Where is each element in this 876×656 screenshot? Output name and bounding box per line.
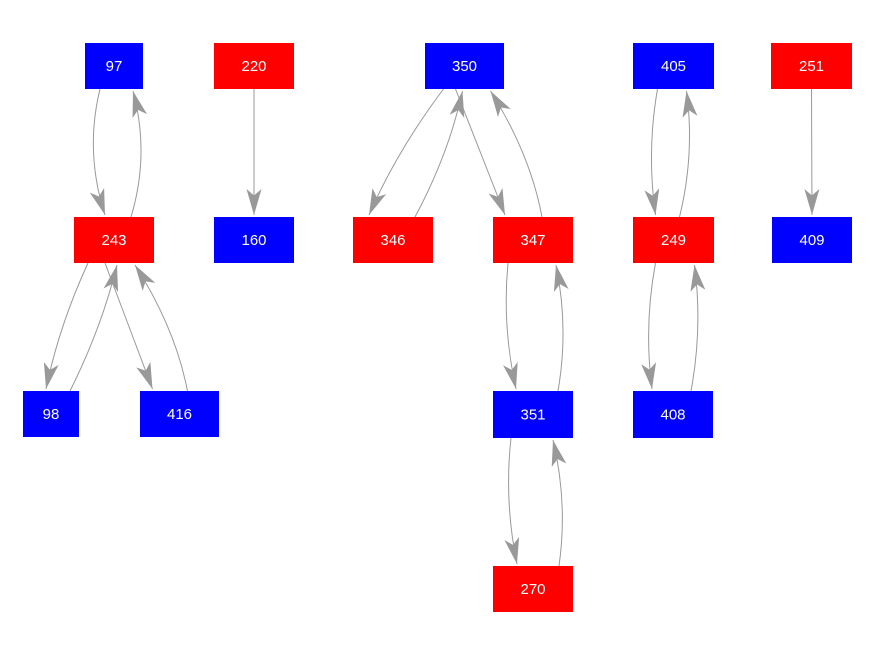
node-270-label: 270	[520, 581, 545, 598]
node-249-box[interactable]	[633, 217, 714, 263]
node-409-box[interactable]	[772, 217, 852, 263]
node-405-label: 405	[661, 58, 686, 75]
node-350-box[interactable]	[425, 43, 504, 89]
edge-350-346	[368, 88, 444, 216]
nodes-layer: 97 220 350 405 251 243 160 346 347 249 409 98 416 351…	[23, 43, 852, 612]
node-249[interactable]: 249	[633, 217, 714, 263]
node-97-box[interactable]	[85, 43, 143, 89]
edge-249-408	[641, 262, 657, 390]
node-416-label: 416	[167, 406, 192, 423]
edges-layer	[43, 88, 820, 567]
edge-243-98	[43, 262, 89, 390]
node-416-box[interactable]	[140, 391, 219, 437]
edge-347-351	[503, 262, 518, 390]
node-243-label: 243	[101, 232, 126, 249]
edge-408-249	[690, 264, 706, 392]
edge-251-409	[804, 88, 820, 216]
edge-347-350	[490, 90, 543, 218]
edge-249-405	[679, 90, 698, 218]
node-160-label: 160	[241, 232, 266, 249]
edge-351-347	[553, 264, 569, 392]
edge-405-249	[644, 88, 660, 216]
edge-346-350	[414, 90, 465, 218]
node-251[interactable]: 251	[771, 43, 852, 89]
node-251-box[interactable]	[771, 43, 852, 89]
node-351-box[interactable]	[493, 391, 573, 438]
edge-270-351	[551, 439, 567, 567]
edge-98-243	[69, 264, 119, 392]
node-416[interactable]: 416	[140, 391, 219, 437]
node-243-box[interactable]	[74, 217, 154, 263]
node-351[interactable]: 351	[493, 391, 573, 438]
node-160-box[interactable]	[214, 217, 294, 263]
node-408-box[interactable]	[633, 391, 713, 438]
node-270[interactable]: 270	[493, 566, 573, 612]
node-347-box[interactable]	[493, 217, 573, 263]
node-346-box[interactable]	[353, 217, 433, 263]
node-243[interactable]: 243	[74, 217, 154, 263]
node-98[interactable]: 98	[23, 391, 79, 437]
edge-243-416	[104, 262, 153, 390]
node-409-label: 409	[799, 232, 824, 249]
node-160[interactable]: 160	[214, 217, 294, 263]
node-347[interactable]: 347	[493, 217, 573, 263]
node-408[interactable]: 408	[633, 391, 713, 438]
node-347-label: 347	[520, 232, 545, 249]
node-405-box[interactable]	[633, 43, 714, 89]
node-351-label: 351	[520, 407, 545, 424]
edge-351-270	[504, 437, 520, 565]
node-405[interactable]: 405	[633, 43, 714, 89]
node-220-box[interactable]	[214, 43, 294, 89]
node-251-label: 251	[799, 58, 824, 75]
node-409[interactable]: 409	[772, 217, 852, 263]
node-220-label: 220	[241, 58, 266, 75]
node-350-label: 350	[452, 58, 477, 75]
node-408-label: 408	[660, 407, 685, 424]
node-350[interactable]: 350	[425, 43, 504, 89]
node-97[interactable]: 97	[85, 43, 143, 89]
node-346-label: 346	[380, 232, 405, 249]
node-249-label: 249	[661, 232, 686, 249]
edge-243-97	[130, 90, 148, 218]
node-97-label: 97	[106, 58, 123, 75]
node-346[interactable]: 346	[353, 217, 433, 263]
node-220[interactable]: 220	[214, 43, 294, 89]
node-98-label: 98	[43, 406, 60, 423]
node-98-box[interactable]	[23, 391, 79, 437]
node-270-box[interactable]	[493, 566, 573, 612]
edge-97-243	[89, 88, 106, 216]
edge-416-243	[134, 264, 188, 392]
edge-350-347	[455, 88, 506, 216]
